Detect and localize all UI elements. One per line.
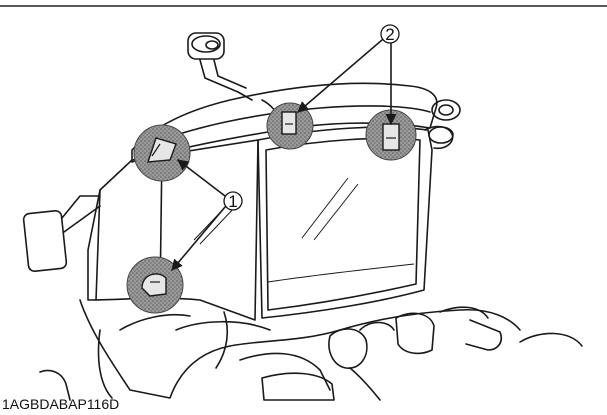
- svg-text:1: 1: [228, 192, 237, 211]
- latch-detail-lower-left: [126, 256, 184, 314]
- callout-2: 2: [297, 24, 400, 126]
- cab-roof: [131, 82, 438, 163]
- hinge-detail-top-right: [365, 109, 417, 161]
- callout-1: 1: [171, 159, 243, 271]
- roof-beacon: [187, 32, 253, 101]
- svg-text:2: 2: [385, 25, 394, 44]
- rear-window-frame: [257, 126, 433, 319]
- left-mirror: [22, 195, 101, 273]
- tractor-lower-body: [79, 299, 521, 399]
- figure-code: 1AGBDABAP116D: [2, 396, 119, 412]
- rear-window-glass: [265, 137, 421, 311]
- hinge-detail-top-center: [266, 102, 314, 150]
- latch-detail-upper-left: [133, 124, 191, 182]
